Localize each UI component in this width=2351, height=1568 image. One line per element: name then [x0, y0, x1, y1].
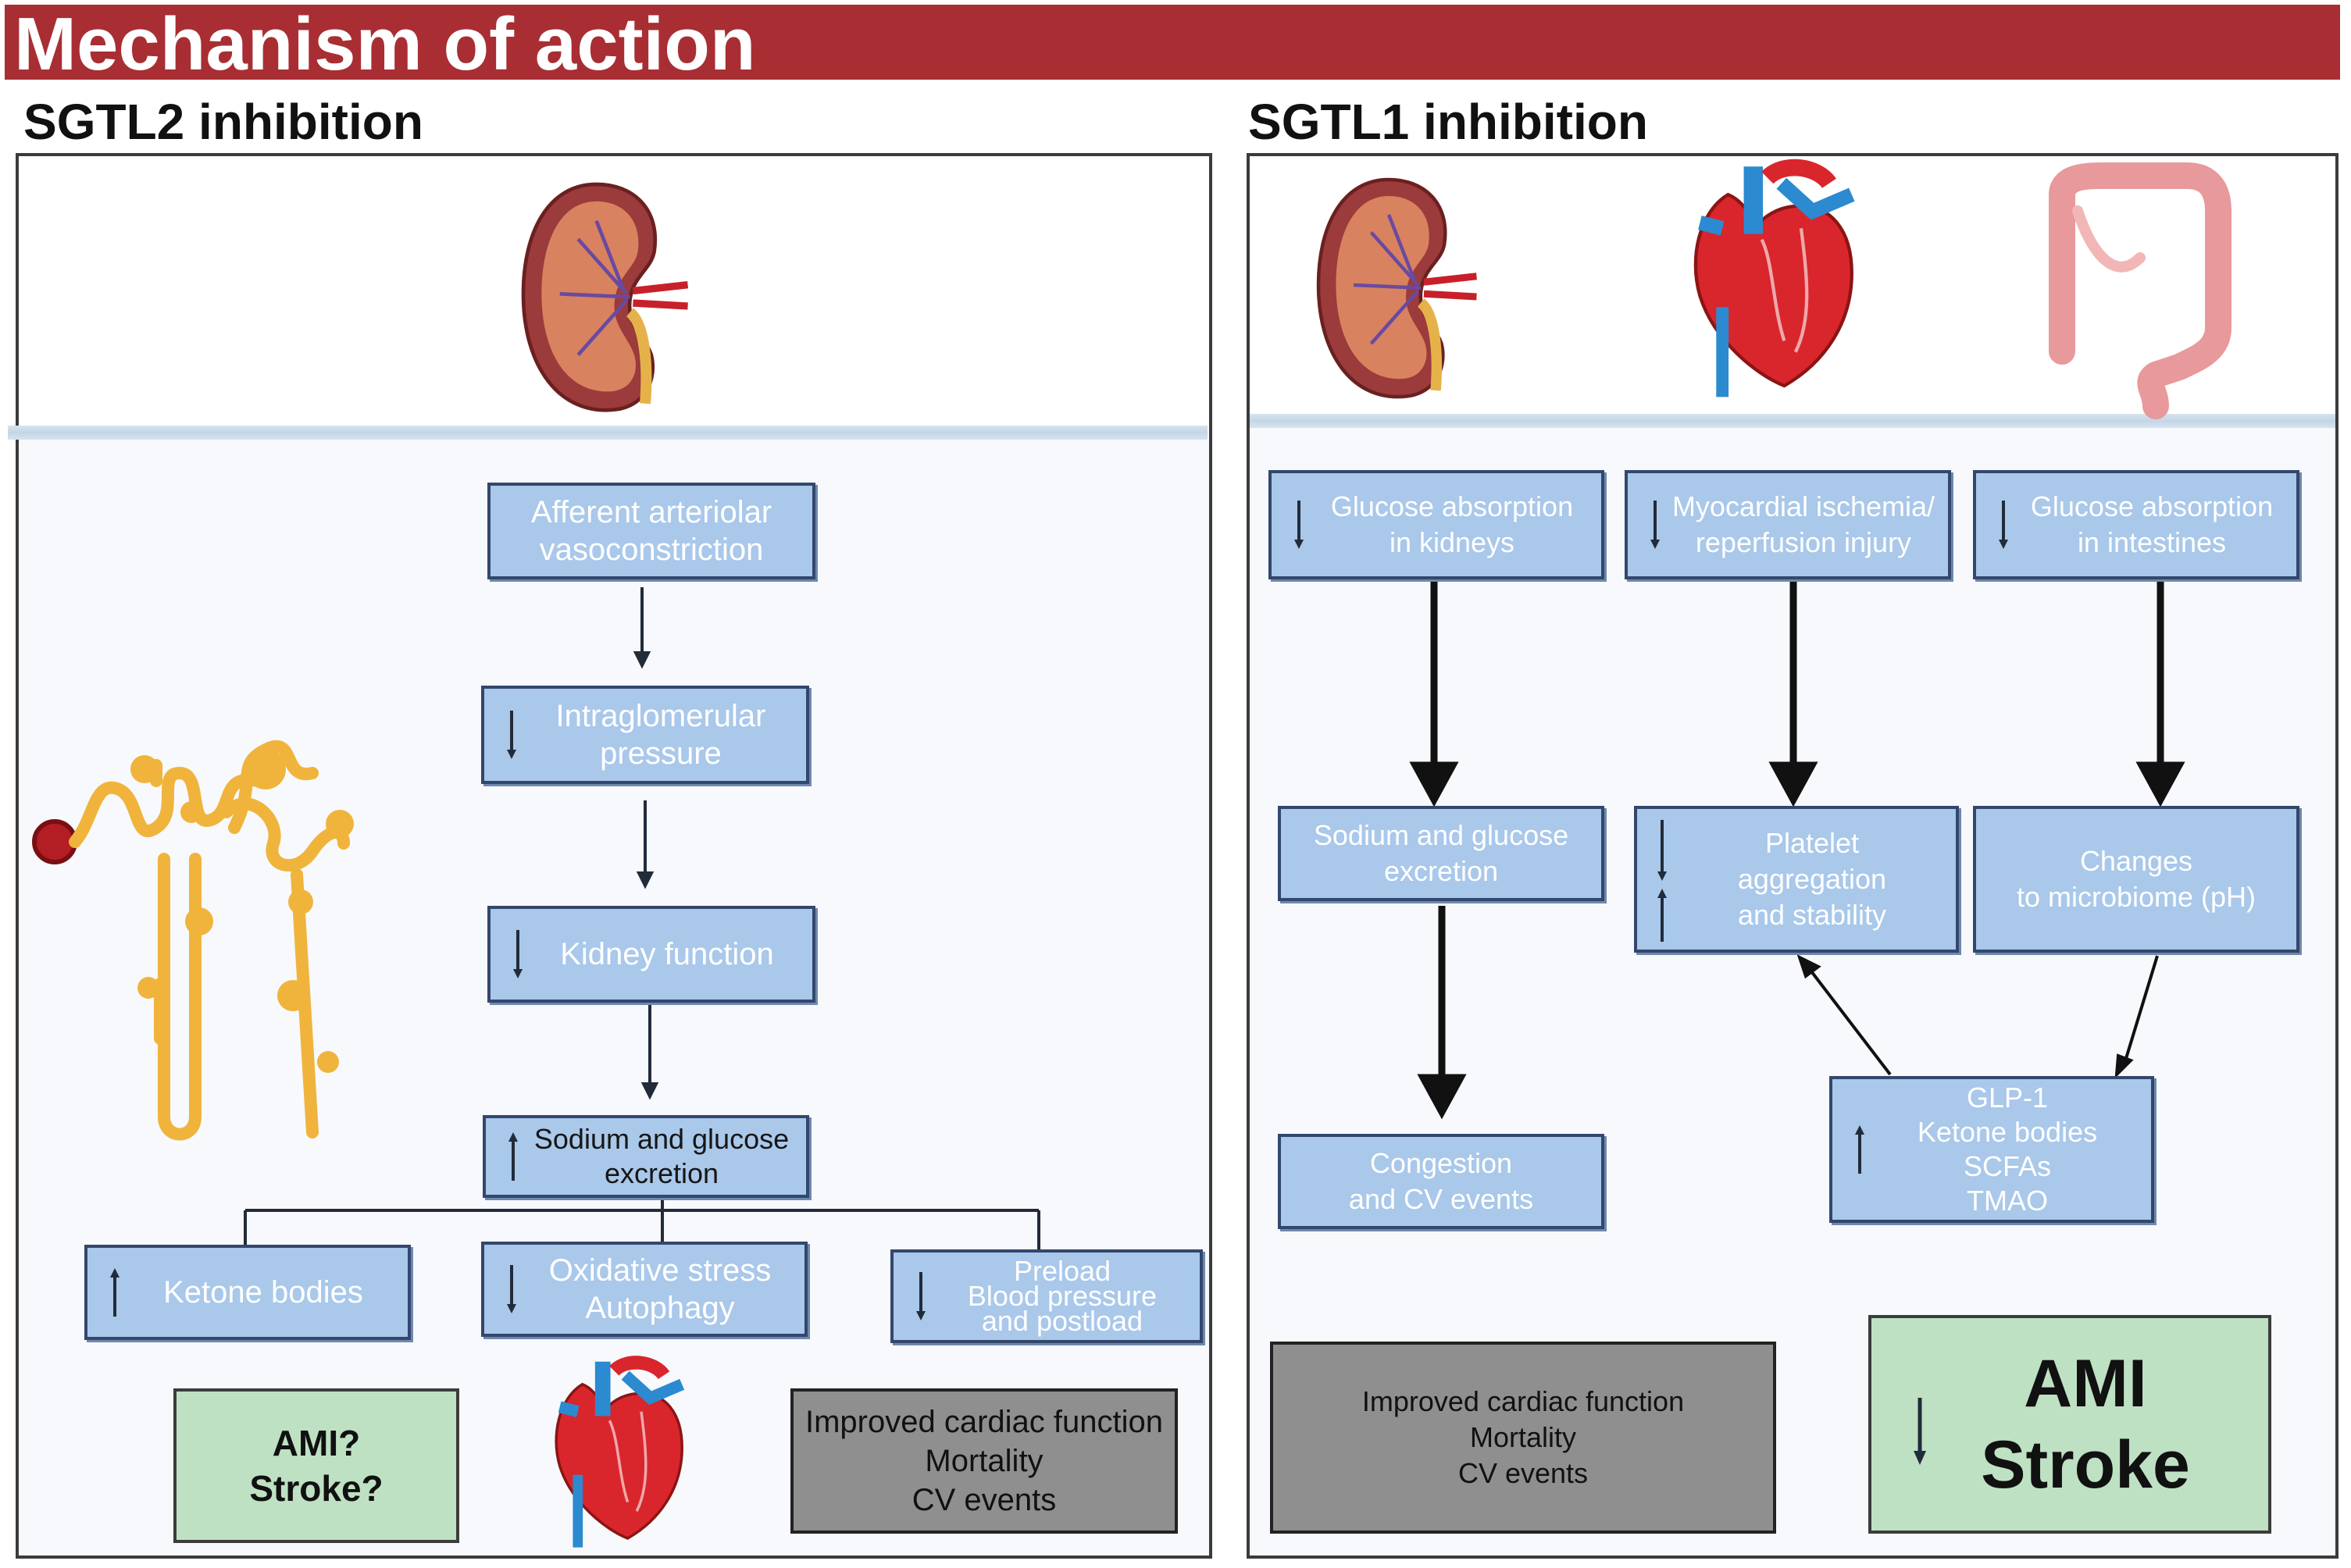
platelet-box: Platelet aggregation and stability	[1634, 806, 1959, 953]
glucose-kidneys-label: Glucose absorption in kidneys	[1330, 490, 1574, 558]
arrow-down-icon	[1999, 501, 2008, 549]
heart-icon-right	[1696, 166, 1852, 397]
page-title: Mechanism of action	[14, 2, 756, 86]
ami-stroke-box: AMI Stroke	[1868, 1315, 2271, 1534]
ketone-bodies-box: Ketone bodies	[84, 1245, 411, 1340]
nephron-lobes	[130, 749, 354, 1073]
improved-cardiac-label-left: Improved cardiac function Mortality CV e…	[804, 1405, 1163, 1517]
congestion-label: Congestion and CV events	[1348, 1147, 1534, 1215]
right-panel-heading: SGTL1 inhibition	[1248, 94, 1648, 150]
glucose-intestines-box: Glucose absorption in intestines	[1973, 470, 2299, 579]
afferent-arteriolar-label: Afferent arteriolar vasoconstriction	[530, 495, 772, 567]
right-connectors	[1409, 581, 2185, 1120]
glucose-intestines-label: Glucose absorption in intestines	[2030, 490, 2274, 558]
sodium-glucose-label-right: Sodium and glucose excretion	[1313, 819, 1569, 887]
glp1-label: GLP-1 Ketone bodies SCFAs TMAO	[1917, 1082, 2098, 1217]
arrow-up-icon	[1855, 1125, 1864, 1174]
improved-cardiac-box-right: Improved cardiac function Mortality CV e…	[1270, 1342, 1776, 1534]
sodium-glucose-label-left: Sodium and glucose excretion	[533, 1123, 790, 1189]
microbiome-label: Changes to microbiome (pH)	[2016, 845, 2256, 913]
heart-icon	[556, 1362, 682, 1548]
arrow-down-icon	[1294, 501, 1304, 549]
congestion-box: Congestion and CV events	[1278, 1134, 1604, 1229]
preload-box: Preload Blood pressure and postload	[890, 1249, 1203, 1343]
myocardial-label: Myocardial ischemia/ reperfusion injury	[1671, 490, 1935, 558]
arrow-up-icon	[110, 1268, 120, 1317]
glucose-kidneys-box: Glucose absorption in kidneys	[1268, 470, 1604, 579]
improved-cardiac-box-left: Improved cardiac function Mortality CV e…	[790, 1388, 1178, 1534]
preload-label: Preload Blood pressure and postload	[967, 1255, 1158, 1337]
kidney-icon	[523, 184, 688, 410]
arrow-up-icon	[508, 1132, 518, 1181]
arrow-down-icon	[1650, 501, 1660, 549]
ami-stroke-question-box: AMI? Stroke?	[173, 1388, 459, 1543]
arrow-down-icon	[513, 930, 523, 978]
right-feedback-arrows	[1796, 954, 2159, 1079]
improved-cardiac-label-right: Improved cardiac function Mortality CV e…	[1361, 1385, 1685, 1489]
intraglomerular-box: Intraglomerular pressure	[481, 686, 809, 784]
kidney-function-label: Kidney function	[560, 937, 774, 971]
oxidative-stress-label: Oxidative stress Autophagy	[548, 1253, 772, 1325]
microbiome-box: Changes to microbiome (pH)	[1973, 806, 2299, 953]
afferent-arteriolar-box: Afferent arteriolar vasoconstriction	[487, 483, 815, 579]
ami-stroke-question-label: AMI? Stroke?	[249, 1423, 384, 1509]
myocardial-box: Myocardial ischemia/ reperfusion injury	[1625, 470, 1951, 579]
oxidative-stress-box: Oxidative stress Autophagy	[481, 1242, 808, 1337]
platelet-label: Platelet aggregation and stability	[1737, 827, 1887, 931]
intestine-icon	[2049, 162, 2231, 419]
arrow-down-icon	[507, 711, 516, 759]
kidney-icon-right	[1318, 180, 1477, 397]
glp1-box: GLP-1 Ketone bodies SCFAs TMAO	[1829, 1076, 2154, 1223]
sodium-glucose-box-left: Sodium and glucose excretion	[483, 1115, 809, 1198]
left-panel-heading: SGTL2 inhibition	[23, 94, 423, 150]
intraglomerular-label: Intraglomerular pressure	[555, 699, 766, 771]
arrow-down-icon	[507, 1265, 516, 1313]
kidney-function-box: Kidney function	[487, 906, 815, 1003]
right-panel-divider	[1250, 414, 2335, 428]
ami-stroke-label: AMI Stroke	[1981, 1346, 2190, 1502]
arrow-down-icon	[916, 1272, 926, 1320]
ketone-bodies-label: Ketone bodies	[163, 1275, 363, 1310]
arrow-down-up-icon	[1657, 820, 1667, 942]
left-panel-divider	[8, 426, 1208, 440]
sodium-glucose-box-right: Sodium and glucose excretion	[1278, 806, 1604, 901]
arrow-down-icon	[1914, 1398, 1926, 1465]
title-bar: Mechanism of action	[5, 2, 2340, 86]
left-connectors	[244, 587, 1040, 1249]
